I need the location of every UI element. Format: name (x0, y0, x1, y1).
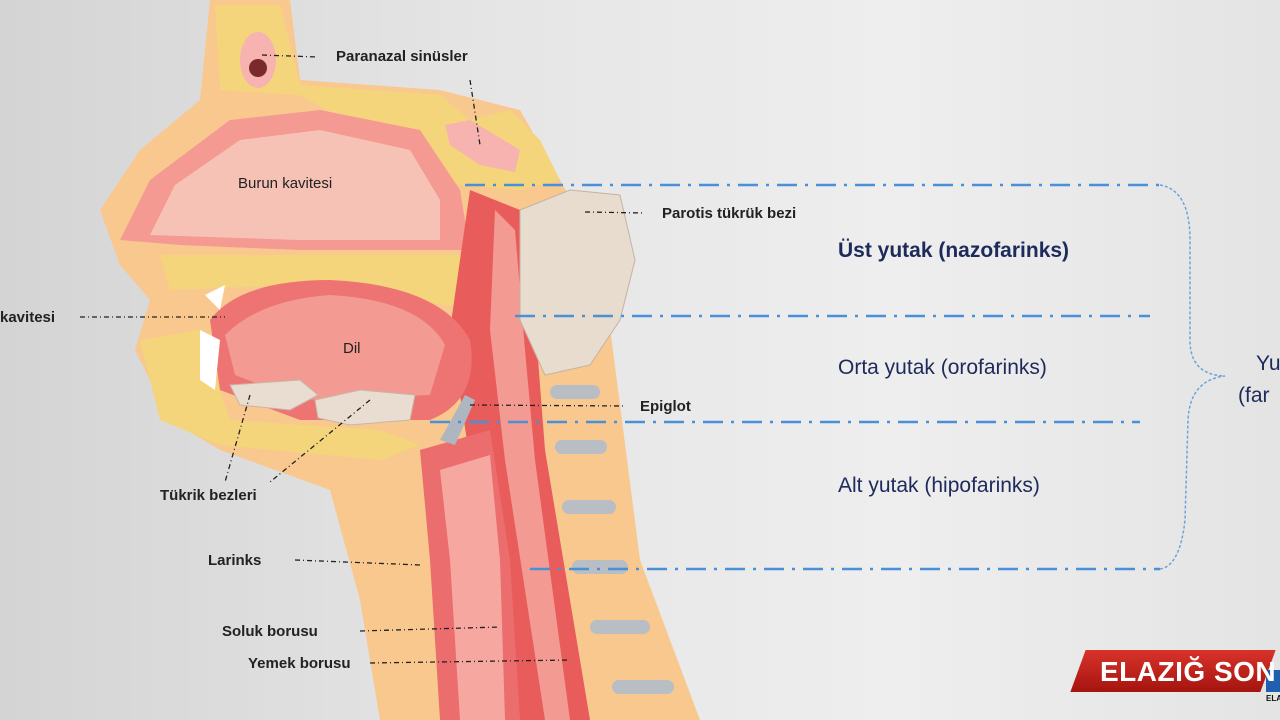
sphenoid-sinus (445, 120, 520, 172)
logo-subtext: ELA (1266, 694, 1280, 703)
label-paranasal-sinuses: Paranazal sinüsler (336, 48, 468, 65)
parotid-gland (519, 189, 636, 376)
sublingual-gland (229, 379, 319, 411)
zone-upper-pharynx: Üst yutak (nazofarinks) (838, 239, 1070, 262)
label-trachea: Soluk borusu (222, 623, 318, 640)
label-salivary-glands: Tükrik bezleri (160, 487, 257, 504)
label-parotid: Parotis tükrük bezi (662, 205, 797, 222)
label-epiglottis: Epiglot (640, 398, 691, 415)
logo-text: ELAZIĞ SON (1100, 656, 1277, 687)
pharynx-title-line1: Yu (1256, 352, 1280, 375)
zone-guide-lines (430, 183, 1160, 571)
pharynx-title-line2: (far (1238, 384, 1270, 407)
label-tongue: Dil (343, 340, 361, 357)
pharynx-brace (1159, 184, 1226, 570)
label-oral-cavity: kavitesi (0, 309, 56, 326)
epiglottis-shape (440, 395, 475, 445)
label-esophagus: Yemek borusu (248, 655, 351, 672)
label-larynx: Larinks (208, 552, 262, 569)
submandibular-gland (314, 389, 416, 426)
cervical-spine (550, 385, 674, 694)
zone-middle-pharynx: Orta yutak (orofarinks) (838, 356, 1047, 379)
label-nasal-cavity: Burun kavitesi (238, 175, 333, 192)
elazig-son-logo: ELAZIĞ SON ELA (1070, 650, 1280, 703)
zone-lower-pharynx: Alt yutak (hipofarinks) (838, 474, 1040, 497)
label-pointers (80, 54, 646, 664)
